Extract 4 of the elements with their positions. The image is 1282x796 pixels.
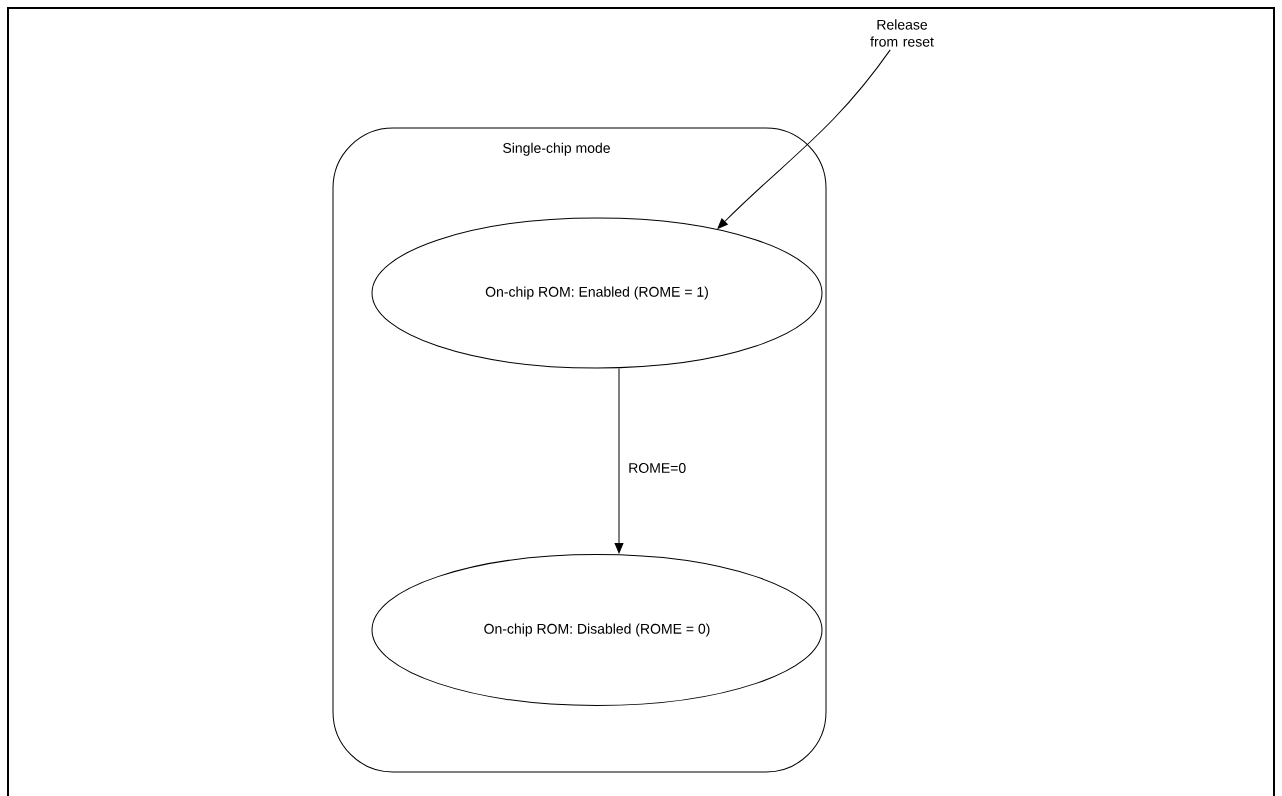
edge-label: ROME=0	[626, 461, 689, 475]
annotation-text: Release from reset	[870, 19, 934, 47]
arrow	[717, 49, 891, 229]
arrow	[614, 368, 624, 554]
